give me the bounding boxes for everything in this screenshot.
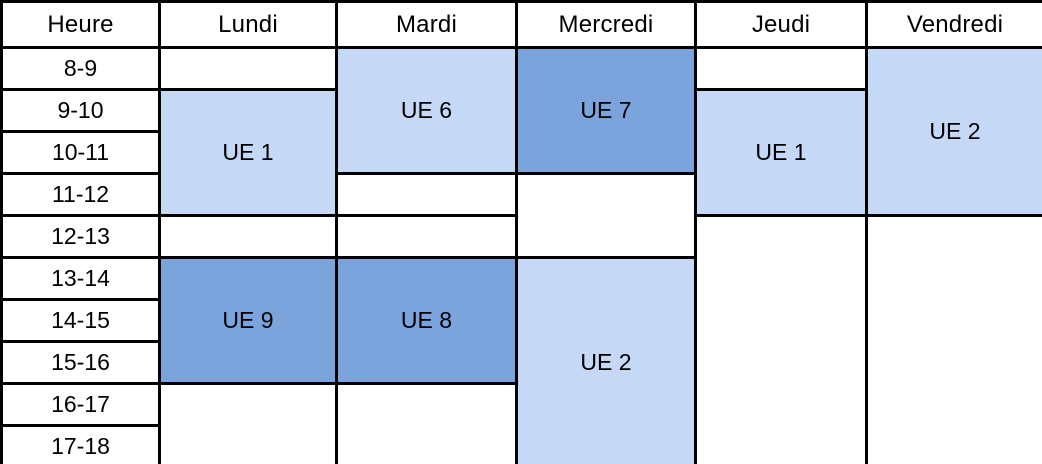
cell-jeudi-12-13[interactable] [694, 214, 868, 464]
cell-mardi-16-17[interactable] [335, 382, 518, 464]
cell-vendredi-12-13[interactable] [865, 214, 1042, 464]
header-row: Heure Lundi Mardi Mercredi Jeudi Vendred… [0, 0, 1042, 49]
table-row: 12-13 [0, 214, 1042, 464]
session-lundi-ue1[interactable]: UE 1 [158, 88, 338, 217]
cell-mardi-12-13[interactable] [335, 214, 518, 259]
header-lundi: Lundi [158, 0, 338, 49]
hour-label-15-16: 15-16 [0, 340, 161, 385]
hour-label-11-12: 11-12 [0, 172, 161, 217]
header-vendredi: Vendredi [865, 0, 1042, 49]
cell-lundi-12-13[interactable] [158, 214, 338, 259]
table-row: 17-18 [0, 424, 1042, 464]
cell-lundi-8-9[interactable] [158, 46, 338, 91]
timetable-header: Heure Lundi Mardi Mercredi Jeudi Vendred… [0, 0, 1042, 49]
hour-label-9-10: 9-10 [0, 88, 161, 133]
session-mardi-ue8[interactable]: UE 8 [335, 256, 518, 385]
hour-label-17-18: 17-18 [0, 424, 161, 464]
session-vendredi-ue2[interactable]: UE 2 [865, 46, 1042, 217]
header-jeudi: Jeudi [694, 0, 868, 49]
hour-label-8-9: 8-9 [0, 46, 161, 91]
hour-label-16-17: 16-17 [0, 382, 161, 427]
table-row: 11-12 [0, 172, 1042, 259]
cell-lundi-16-17[interactable] [158, 382, 338, 464]
hour-label-14-15: 14-15 [0, 298, 161, 343]
cell-mercredi-11-12[interactable] [515, 172, 697, 259]
table-row: 16-17 [0, 382, 1042, 464]
hour-label-12-13: 12-13 [0, 214, 161, 259]
cell-jeudi-8-9[interactable] [694, 46, 868, 91]
header-mercredi: Mercredi [515, 0, 697, 49]
cell-mardi-11-12[interactable] [335, 172, 518, 217]
timetable-body: 8-9 UE 6 UE 7 UE 2 9-10 UE 1 UE 1 10-11 … [0, 46, 1042, 464]
hour-label-10-11: 10-11 [0, 130, 161, 175]
header-hour: Heure [0, 0, 161, 49]
hour-label-13-14: 13-14 [0, 256, 161, 301]
table-row: 15-16 [0, 340, 1042, 385]
table-row: 10-11 [0, 130, 1042, 175]
session-mardi-ue6[interactable]: UE 6 [335, 46, 518, 175]
session-mercredi-ue7[interactable]: UE 7 [515, 46, 697, 175]
table-row: 9-10 UE 1 UE 1 [0, 88, 1042, 217]
table-row: 14-15 [0, 298, 1042, 343]
session-jeudi-ue1[interactable]: UE 1 [694, 88, 868, 217]
session-mercredi-ue2[interactable]: UE 2 [515, 256, 697, 464]
table-row: 8-9 UE 6 UE 7 UE 2 [0, 46, 1042, 217]
header-mardi: Mardi [335, 0, 518, 49]
session-lundi-ue9[interactable]: UE 9 [158, 256, 338, 385]
table-row: 13-14 UE 9 UE 8 UE 2 [0, 256, 1042, 464]
